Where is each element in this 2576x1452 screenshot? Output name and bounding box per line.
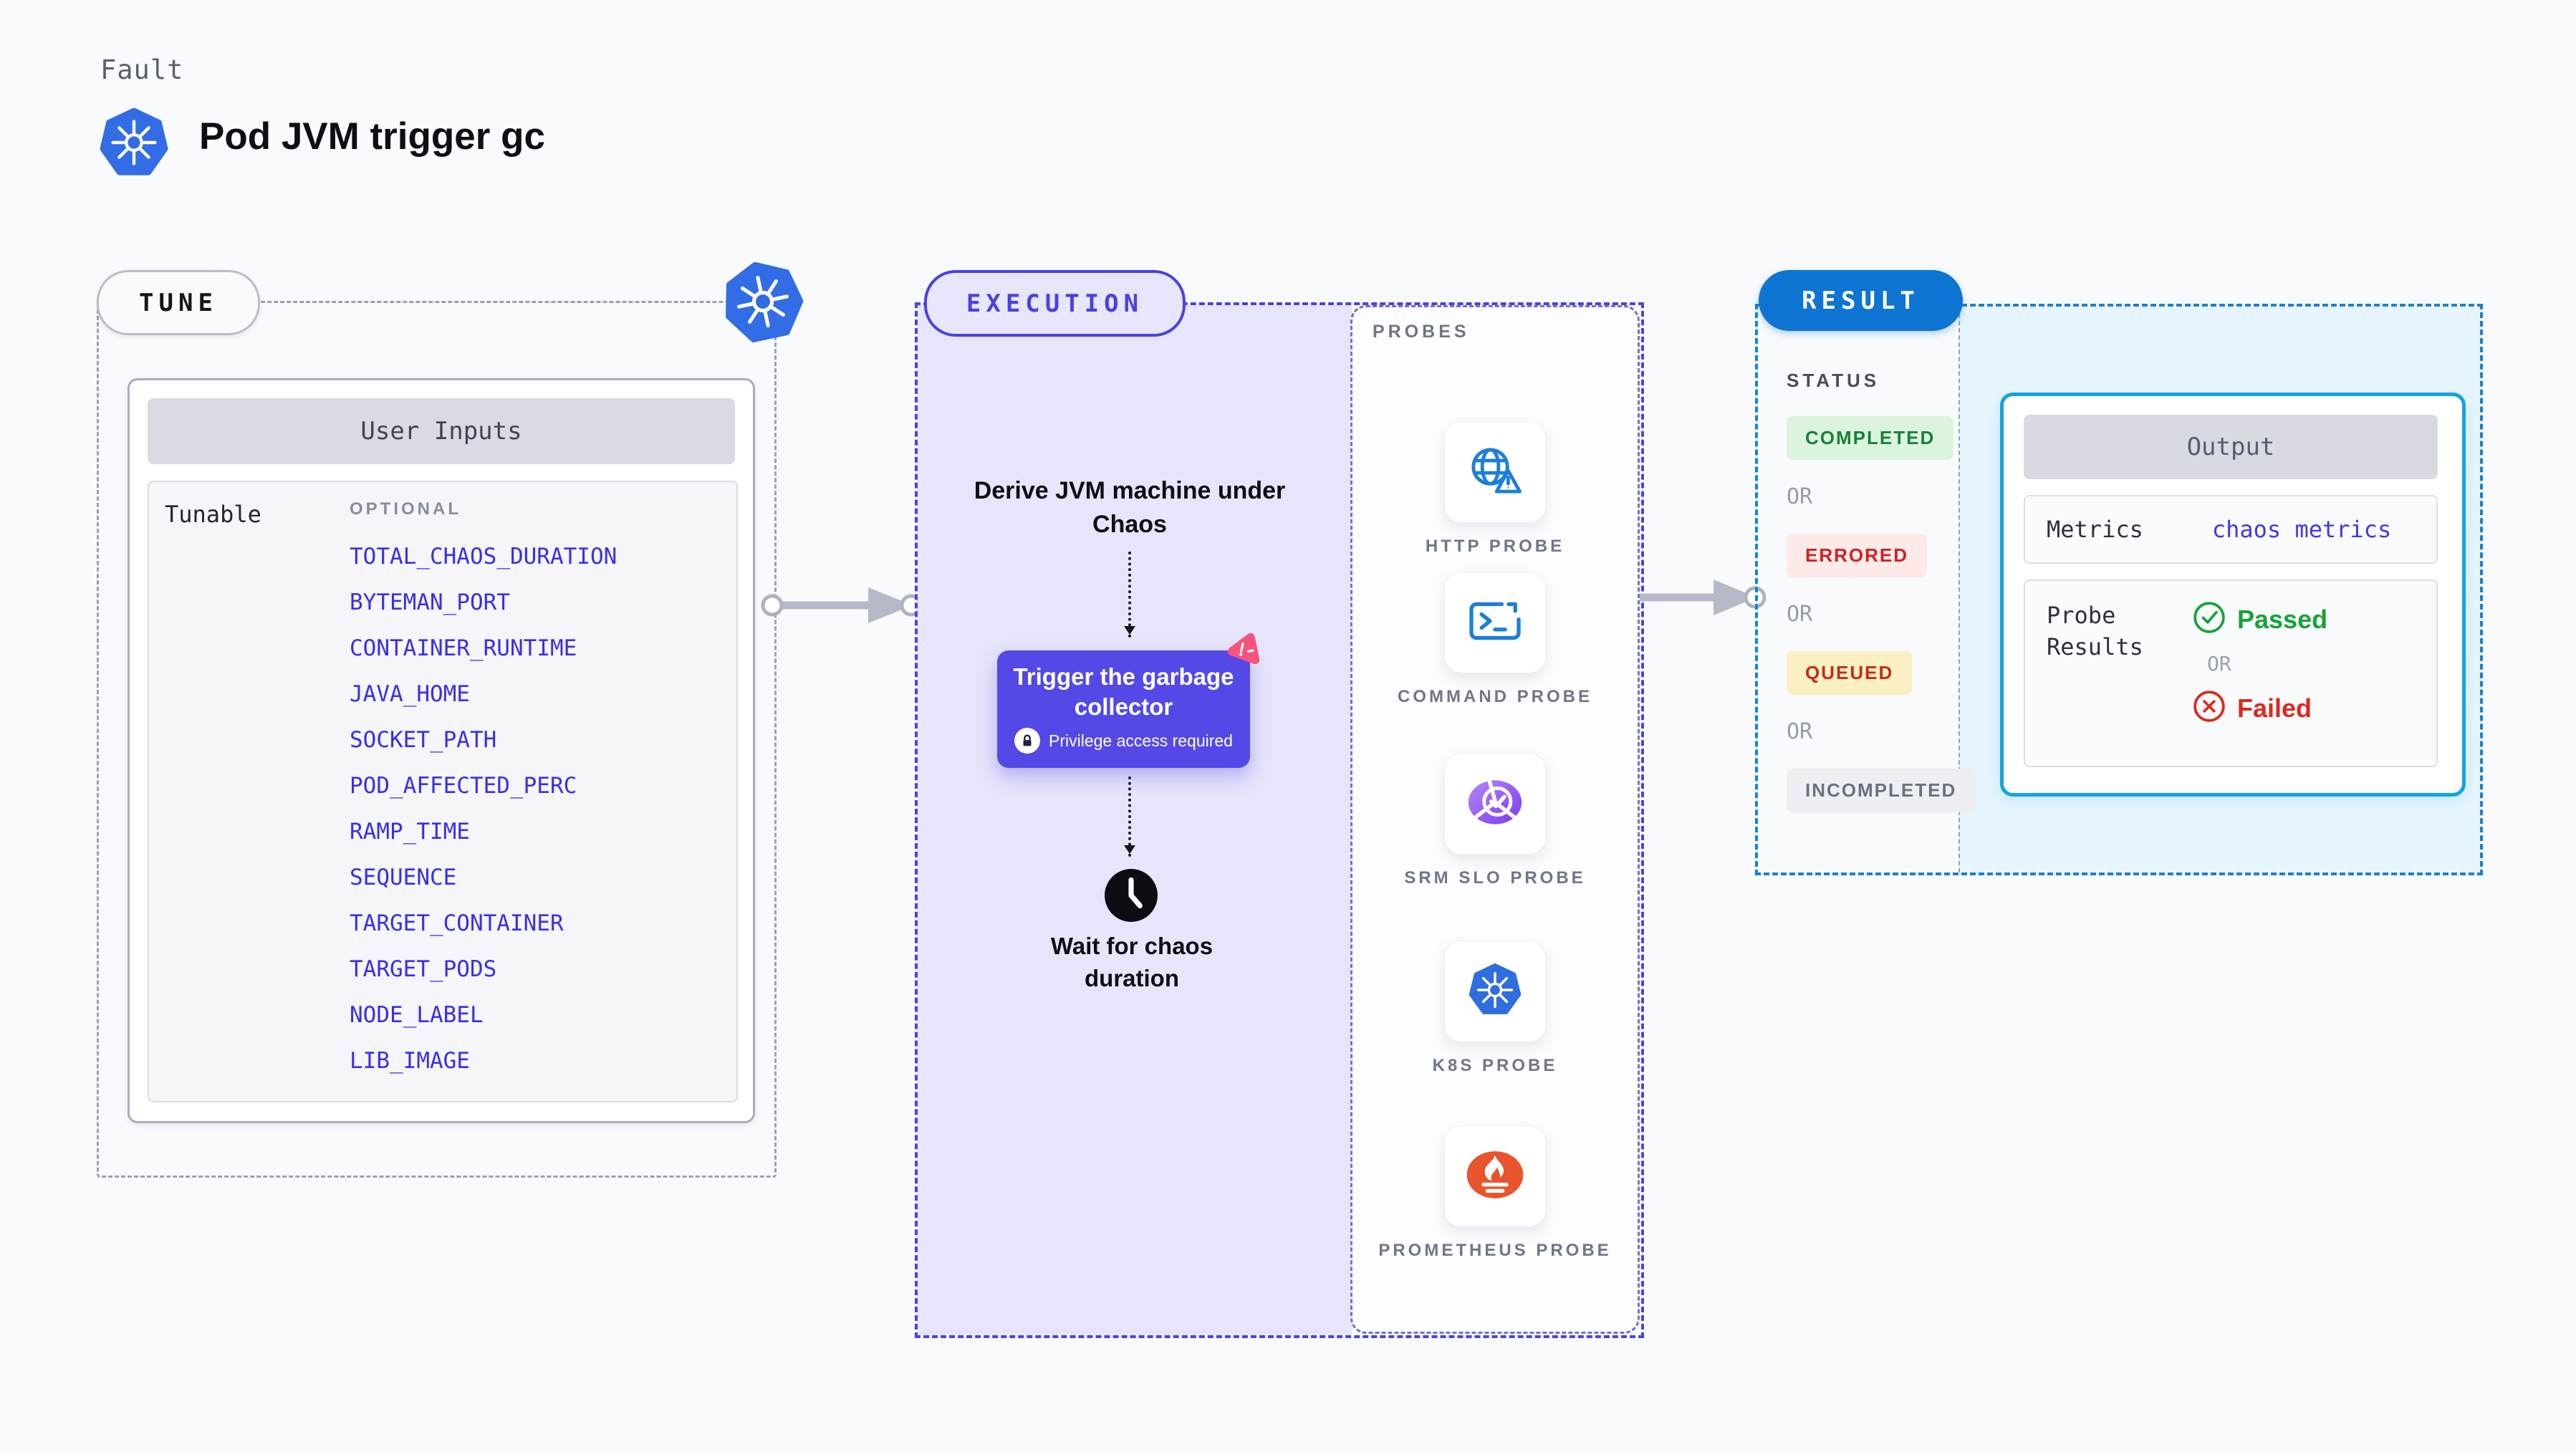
user-inputs-title: User Inputs — [148, 398, 735, 464]
status-output-divider — [1959, 307, 1960, 872]
probes-title: PROBES — [1373, 322, 1470, 342]
command-probe-icon — [1468, 597, 1522, 648]
probe-label: SRM SLO PROBE — [1404, 868, 1586, 888]
tunable-input[interactable]: LIB_IMAGE — [350, 1048, 470, 1074]
probe-label: HTTP PROBE — [1425, 537, 1565, 556]
passed-state: Passed — [2193, 601, 2327, 638]
tunable-input[interactable]: TARGET_CONTAINER — [350, 910, 564, 936]
tunable-row-label: Tunable — [165, 501, 261, 528]
wait-step-label: Wait for chaos duration — [1050, 933, 1213, 991]
tune-to-execution-arrow — [759, 580, 924, 634]
k8s-probe-card[interactable] — [1444, 941, 1546, 1042]
output-card: Output Metrics chaos metrics Probe Resul… — [2000, 393, 2466, 797]
prometheus-probe-icon — [1465, 1150, 1525, 1203]
clock-icon — [1104, 868, 1158, 923]
failed-label: Failed — [2237, 693, 2312, 723]
tune-pill[interactable]: TUNE — [97, 270, 260, 335]
tunable-input[interactable]: RAMP_TIME — [350, 819, 470, 845]
flow-arrow-down — [1124, 552, 1135, 638]
user-inputs-card: User Inputs Tunable OPTIONAL TOTAL_CHAOS… — [128, 378, 755, 1123]
probe-item-srm-slo: SRM SLO PROBE — [1352, 753, 1638, 890]
status-column: STATUS COMPLETED OR ERRORED OR QUEUED OR… — [1787, 370, 1976, 812]
or-label: OR — [1787, 602, 1813, 627]
tunable-input[interactable]: NODE_LABEL — [350, 1002, 484, 1028]
metrics-value-link[interactable]: chaos metrics — [2211, 516, 2392, 543]
tunables-list: Tunable OPTIONAL TOTAL_CHAOS_DURATION BY… — [148, 481, 738, 1102]
chaos-experiment-icon — [1225, 630, 1262, 668]
derive-step-label: Derive JVM machine under Chaos — [974, 477, 1286, 538]
probe-label: PROMETHEUS PROBE — [1378, 1241, 1612, 1260]
http-probe-icon — [1466, 445, 1524, 500]
tunable-input[interactable]: SOCKET_PATH — [350, 727, 497, 753]
probe-label: COMMAND PROBE — [1398, 687, 1592, 706]
lock-icon — [1014, 728, 1041, 754]
status-badge-queued[interactable]: QUEUED — [1787, 651, 1913, 695]
output-title: Output — [2024, 415, 2438, 479]
status-title: STATUS — [1787, 370, 1880, 391]
tunable-input[interactable]: CONTAINER_RUNTIME — [350, 635, 577, 661]
flow-arrow-down — [1124, 777, 1135, 857]
or-label: OR — [1787, 719, 1813, 744]
or-label: OR — [1787, 484, 1813, 509]
tunable-input[interactable]: POD_AFFECTED_PERC — [350, 773, 577, 799]
tunable-input[interactable]: TOTAL_CHAOS_DURATION — [350, 544, 617, 569]
optional-column-header: OPTIONAL — [350, 499, 461, 519]
probe-item-k8s: K8S PROBE — [1352, 941, 1638, 1078]
or-label: OR — [2207, 652, 2231, 675]
k8s-probe-icon — [1467, 962, 1523, 1021]
tunable-input[interactable]: JAVA_HOME — [350, 681, 470, 707]
kubernetes-icon — [722, 261, 804, 342]
failed-state: Failed — [2193, 690, 2327, 726]
command-probe-card[interactable] — [1444, 572, 1546, 673]
tunable-input[interactable]: SEQUENCE — [350, 865, 457, 890]
execution-flow-background — [918, 305, 1352, 1335]
check-circle-icon — [2193, 601, 2226, 638]
trigger-gc-title: Trigger the garbage collector — [1013, 663, 1234, 720]
status-badge-errored[interactable]: ERRORED — [1787, 534, 1928, 577]
probe-item-prometheus: PROMETHEUS PROBE — [1352, 1125, 1638, 1263]
srm-slo-probe-icon — [1464, 777, 1527, 831]
status-badge-completed[interactable]: COMPLETED — [1787, 416, 1954, 460]
tune-section-box — [97, 301, 777, 1178]
status-badge-incompleted[interactable]: INCOMPLETED — [1787, 769, 1976, 812]
execution-pill[interactable]: EXECUTION — [924, 270, 1186, 337]
probe-results-label: Probe Results — [2047, 602, 2143, 660]
probe-results-row: Probe Results Passed OR — [2024, 580, 2438, 767]
page-title: Pod JVM trigger gc — [199, 115, 545, 158]
srm-slo-probe-card[interactable] — [1444, 753, 1546, 855]
execution-section-box — [915, 302, 1644, 1338]
tunable-input[interactable]: BYTEMAN_PORT — [350, 590, 510, 615]
probe-item-command: COMMAND PROBE — [1352, 572, 1638, 709]
trigger-gc-node[interactable]: Trigger the garbage collector Privilege … — [997, 650, 1250, 768]
privilege-badge-label: Privilege access required — [1049, 731, 1233, 750]
metrics-row: Metrics chaos metrics — [2024, 495, 2438, 564]
x-circle-icon — [2193, 690, 2226, 726]
http-probe-card[interactable] — [1444, 421, 1546, 523]
prometheus-probe-card[interactable] — [1444, 1125, 1546, 1227]
passed-label: Passed — [2237, 604, 2328, 634]
probes-panel: PROBES HTTP PROBE — [1350, 305, 1640, 1334]
result-pill[interactable]: RESULT — [1759, 270, 1963, 331]
metrics-label: Metrics — [2047, 516, 2143, 543]
kubernetes-icon — [99, 107, 169, 178]
probe-label: K8S PROBE — [1432, 1056, 1558, 1075]
probe-item-http: HTTP PROBE — [1352, 421, 1638, 559]
fault-eyebrow: Fault — [100, 54, 184, 85]
tunable-input[interactable]: TARGET_PODS — [350, 956, 497, 982]
